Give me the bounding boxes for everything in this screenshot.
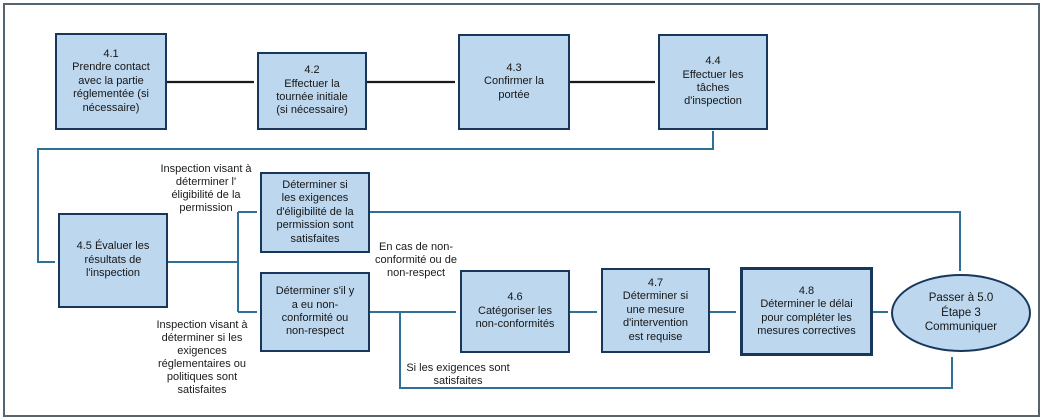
step-4-2-box: 4.2 Effectuer la tournée initiale (si né… <box>257 52 367 130</box>
step-4-7-box: 4.7 Déterminer si une mesure d'intervent… <box>601 268 710 353</box>
step-4-8-box: 4.8 Déterminer le délai pour compléter l… <box>740 267 873 356</box>
edge-label-requirements-met: Si les exigences sont satisfaites <box>406 362 510 387</box>
edge-label-regulatory-path: Inspection visant à déterminer si les ex… <box>156 319 248 396</box>
step-4-4-box: 4.4 Effectuer les tâches d'inspection <box>658 34 768 130</box>
non-conformity-box: Déterminer s'il y a eu non- conformité o… <box>260 272 370 352</box>
go-to-step-5-terminator: Passer à 5.0 Étape 3 Communiquer <box>891 274 1031 352</box>
step-4-3-box: 4.3 Confirmer la portée <box>458 34 570 130</box>
edge-label-non-conformity-case: En cas de non- conformité ou de non-resp… <box>375 241 457 279</box>
step-4-1-box: 4.1 Prendre contact avec la partie régle… <box>55 33 167 130</box>
edge-label-eligibility-path: Inspection visant à déterminer l' éligib… <box>160 163 252 214</box>
step-4-6-box: 4.6 Catégoriser les non-conformités <box>460 270 570 353</box>
eligibility-requirements-box: Déterminer si les exigences d'éligibilit… <box>260 172 370 253</box>
step-4-5-box: 4.5 Évaluer les résultats de l'inspectio… <box>58 213 168 308</box>
